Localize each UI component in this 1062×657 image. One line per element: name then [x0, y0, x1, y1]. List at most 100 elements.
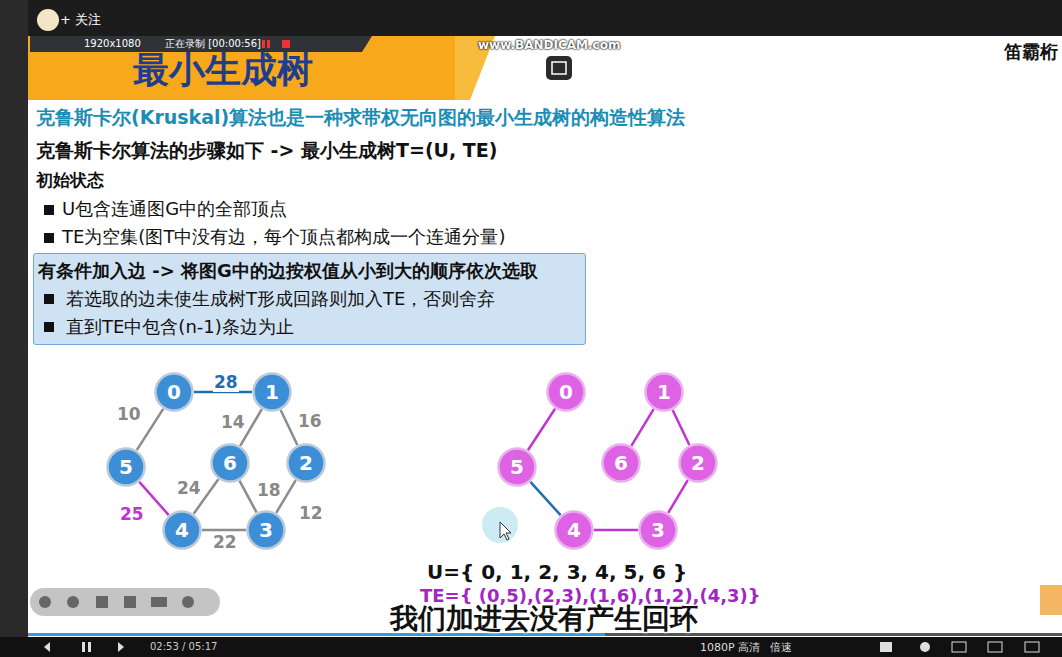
slide-controls	[30, 588, 220, 616]
resolution-text: 1920x1080	[84, 38, 141, 50]
vertex-circle: 4	[554, 510, 594, 550]
pip-icon	[952, 642, 966, 652]
control-icon	[182, 596, 194, 608]
vertex-number: 1	[644, 372, 684, 412]
time-display: 02:53 / 05:17	[150, 641, 217, 653]
pause-icon	[262, 40, 265, 48]
edge-weight: 18	[256, 480, 282, 500]
control-icon	[96, 596, 108, 608]
control-icon	[151, 597, 167, 607]
vertex-number: 4	[162, 510, 202, 550]
vertex-number: 1	[252, 372, 292, 412]
box-text: 直到TE中包含(n-1)条边为止	[66, 316, 294, 337]
steps-heading: 克鲁斯卡尔算法的步骤如下 -> 最小生成树T=(U, TE)	[36, 139, 497, 161]
bullet-text: TE为空集(图T中没有边，每个顶点都构成一个连通分量)	[62, 226, 505, 247]
graph-edge	[239, 481, 256, 513]
fullscreen-glyph	[552, 62, 566, 74]
vertex-number: 6	[210, 443, 250, 483]
vertex-number: 5	[497, 447, 537, 487]
mouse-cursor	[500, 522, 511, 540]
slide-title: 最小生成树	[133, 48, 313, 92]
wide-icon	[988, 642, 1002, 652]
vertex-circle: 1	[644, 372, 684, 412]
box-text: 有条件加入边 -> 将图G中的边按权值从小到大的顺序依次选取	[38, 260, 538, 281]
settings-icon	[920, 642, 930, 652]
vertex-number: 5	[106, 447, 146, 487]
edge-weight: 16	[297, 411, 323, 431]
vertex-number: 3	[638, 510, 678, 550]
pause-icon	[267, 40, 270, 48]
vertex-number: 2	[286, 443, 326, 483]
vertex-circle: 6	[210, 443, 250, 483]
vertex-number: 2	[678, 443, 718, 483]
pause-icon	[82, 642, 85, 652]
graph-edge	[673, 410, 690, 445]
vertex-circle: 1	[252, 372, 292, 412]
edge-line	[239, 481, 256, 513]
edge-line	[528, 409, 555, 451]
control-icon	[124, 596, 136, 608]
edge-line	[631, 409, 653, 446]
edge-line	[281, 410, 298, 445]
vertex-circle: 2	[286, 443, 326, 483]
vertex-number: 0	[154, 372, 194, 412]
vertex-circle: 0	[546, 372, 586, 412]
edge-weight: 22	[212, 532, 238, 552]
vertex-circle: 5	[106, 447, 146, 487]
box-line: 若选取的边未使生成树T形成回路则加入TE，否则舍弃	[38, 285, 575, 313]
graph-edge	[631, 409, 653, 446]
vertex-circle: 6	[601, 443, 641, 483]
vertex-circle: 2	[678, 443, 718, 483]
player-bar	[0, 637, 1062, 657]
edge-line	[202, 529, 246, 532]
vertex-circle: 0	[154, 372, 194, 412]
title-banner	[28, 36, 495, 100]
avatar	[37, 9, 59, 31]
left-strip	[0, 0, 28, 657]
edge-line	[668, 480, 687, 513]
vertex-circle: 3	[638, 510, 678, 550]
graph-edge	[528, 409, 555, 451]
vertex-number: 3	[246, 510, 286, 550]
edge-weight: 25	[119, 504, 145, 524]
control-icon	[67, 596, 79, 608]
graph-edge	[202, 530, 246, 531]
edge-weight: 28	[213, 372, 239, 392]
edge-line	[673, 410, 690, 445]
vertex-number: 4	[554, 510, 594, 550]
edge-line	[594, 529, 638, 532]
recording-status: 正在录制 [00:00:56]	[165, 38, 261, 50]
vertex-number: 0	[546, 372, 586, 412]
graph-edge	[281, 410, 298, 445]
vertex-circle: 3	[246, 510, 286, 550]
vertex-number: 6	[601, 443, 641, 483]
vertex-circle: 5	[497, 447, 537, 487]
box-line: 直到TE中包含(n-1)条边为止	[38, 313, 575, 341]
cursor-halo	[482, 507, 518, 543]
control-icon	[39, 596, 51, 608]
top-bar	[0, 0, 1062, 36]
edge-weight: 10	[116, 404, 142, 424]
bullet	[44, 233, 54, 243]
edge-weight: 14	[220, 412, 246, 432]
initial-state: 初始状态	[36, 170, 104, 190]
edge-weight: 24	[176, 478, 202, 498]
edge-weight: 12	[298, 503, 324, 523]
channel-name: 笛霸桁	[1004, 41, 1058, 62]
corner-logo	[1040, 585, 1062, 615]
pause-icon	[88, 642, 91, 652]
bullet-text: U包含连通图G中的全部顶点	[62, 198, 287, 219]
bullet	[44, 294, 54, 304]
graph-edge	[530, 482, 560, 515]
box-line: 有条件加入边 -> 将图G中的边按权值从小到大的顺序依次选取	[38, 257, 575, 285]
bullet	[44, 322, 54, 332]
fullscreen-icon	[1025, 642, 1039, 652]
bullet	[44, 205, 54, 215]
edge-line	[530, 482, 560, 515]
next-icon	[118, 642, 124, 652]
follow-button: + 关注	[60, 12, 101, 27]
intro-line: 克鲁斯卡尔(Kruskal)算法也是一种求带权无向图的最小生成树的构造性算法	[36, 106, 685, 128]
vertex-circle: 4	[162, 510, 202, 550]
